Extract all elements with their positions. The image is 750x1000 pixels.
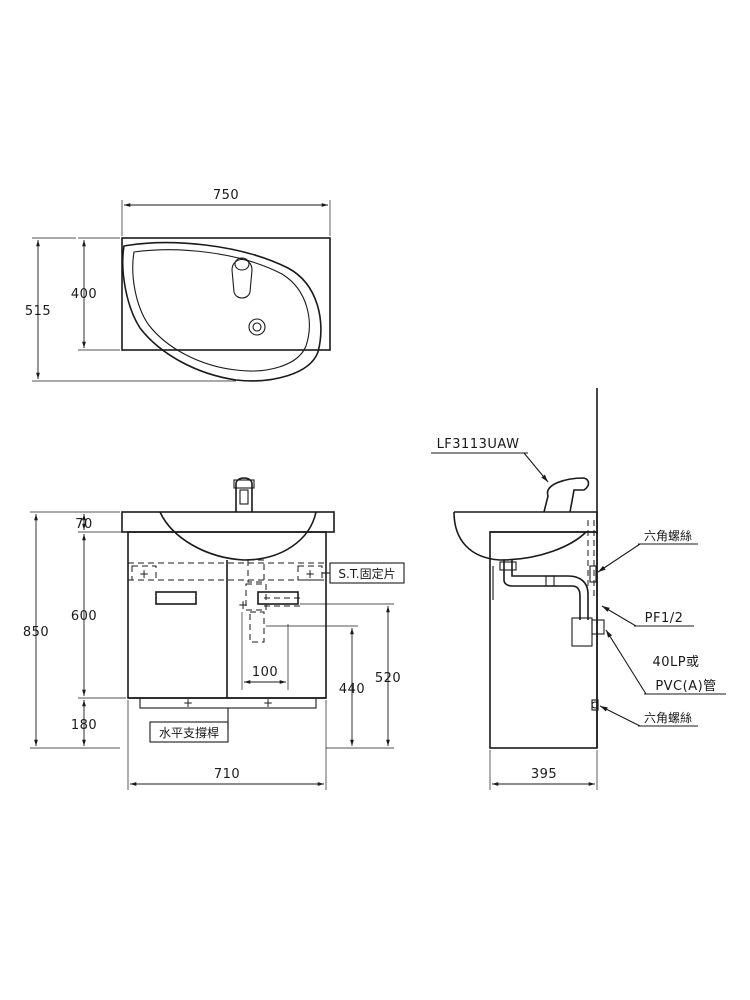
top-view: 750 400 515	[25, 188, 331, 382]
front-view: + + + + + S.T.固定片 水平支撐桿 70 600 180	[23, 477, 405, 790]
front-support-bar	[139, 697, 317, 709]
front-st-bracket-left	[131, 565, 157, 581]
front-trap	[249, 611, 265, 643]
svg-text:+: +	[139, 567, 149, 581]
dim-top-total-depth: 515	[25, 304, 51, 319]
svg-text:+: +	[183, 696, 193, 710]
svg-text:+: +	[305, 567, 315, 581]
side-basin-slab	[454, 511, 598, 533]
dim-side-depth: 395	[531, 767, 557, 782]
dim-top-basin-depth: 400	[71, 287, 97, 302]
dim-trap-offset: 100	[252, 665, 278, 680]
label-drain-line1: 40LP或	[652, 655, 699, 670]
top-view-drain	[248, 318, 266, 336]
dim-basin-thickness: 70	[75, 517, 93, 532]
side-faucet	[543, 477, 590, 513]
dim-front-width: 710	[214, 767, 240, 782]
front-drain-pipe	[247, 559, 265, 583]
dim-total-height: 850	[23, 625, 49, 640]
front-basin-slab	[121, 511, 335, 533]
label-support-bar: 水平支撐桿	[159, 725, 219, 740]
svg-text:+: +	[238, 598, 248, 612]
label-faucet-model: LF3113UAW	[437, 437, 520, 452]
side-drain-pipe	[503, 560, 581, 620]
dim-leg-height: 180	[71, 718, 97, 733]
dim-supply-height: 520	[375, 671, 401, 686]
front-basin-bowl	[159, 511, 317, 561]
dim-cabinet-height: 600	[71, 609, 97, 624]
dim-top-width: 750	[213, 188, 239, 203]
label-hex-screw-top: 六角螺絲	[644, 528, 692, 543]
top-view-cabinet-outline	[121, 237, 331, 351]
dim-drain-height: 440	[339, 682, 365, 697]
side-cabinet	[489, 531, 598, 749]
svg-text:+: +	[263, 696, 273, 710]
label-hex-screw-bottom: 六角螺絲	[644, 710, 692, 725]
top-view-faucet	[231, 258, 253, 299]
front-handle-left	[155, 591, 197, 605]
label-drain-line2: PVC(A)管	[655, 679, 716, 694]
side-trap	[571, 617, 593, 647]
label-supply-pf: PF1/2	[645, 611, 684, 626]
side-view: LF3113UAW 六角螺絲 PF1/2 40LP或 PVC(A)管 六角螺絲 …	[431, 388, 726, 790]
top-view-basin-outline	[121, 241, 322, 382]
front-faucet	[235, 477, 253, 512]
side-basin-bowl	[453, 511, 587, 561]
label-st-bracket: S.T.固定片	[338, 566, 395, 581]
